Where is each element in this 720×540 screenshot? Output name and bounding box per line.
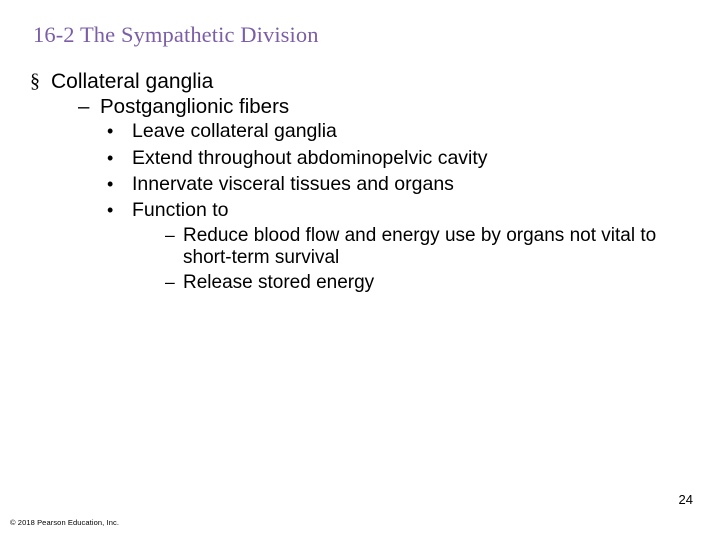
- bullet-text: Postganglionic fibers: [100, 94, 290, 118]
- bullet-level3-extend-abdominopelvic: • Extend throughout abdominopelvic cavit…: [107, 147, 695, 170]
- bullet-text: Function to: [132, 198, 229, 221]
- bullet-level4-release-stored-energy: – Release stored energy: [165, 272, 695, 295]
- bullet-text: Collateral ganglia: [51, 70, 214, 93]
- bullet-text: Leave collateral ganglia: [132, 120, 337, 143]
- bullet-marker-dash: –: [78, 94, 90, 118]
- bullet-level3-leave-collateral-ganglia: • Leave collateral ganglia: [107, 120, 695, 143]
- bullet-text: Release stored energy: [183, 272, 375, 294]
- bullet-marker-dot: •: [107, 147, 114, 168]
- bullet-text: Reduce blood flow and energy use by orga…: [183, 224, 657, 269]
- page-title: 16-2 The Sympathetic Division: [33, 22, 319, 47]
- page-number: 24: [678, 492, 693, 507]
- bullet-marker-dot: •: [107, 173, 114, 194]
- bullet-level3-function-to: • Function to: [107, 199, 695, 222]
- bullet-marker-dash: –: [165, 224, 175, 245]
- bullet-level1-collateral-ganglia: § Collateral ganglia: [30, 70, 695, 94]
- bullet-text: Innervate visceral tissues and organs: [132, 172, 454, 195]
- bullet-text: Extend throughout abdominopelvic cavity: [132, 146, 488, 169]
- bullet-level3-innervate-visceral: • Innervate visceral tissues and organs: [107, 173, 695, 196]
- copyright-notice: © 2018 Pearson Education, Inc.: [10, 518, 120, 527]
- bullet-marker-section: §: [30, 70, 40, 92]
- bullet-marker-dot: •: [107, 121, 114, 142]
- slide-content: § Collateral ganglia – Postganglionic fi…: [30, 70, 695, 297]
- bullet-level2-postganglionic-fibers: – Postganglionic fibers: [78, 94, 695, 119]
- bullet-marker-dash: –: [165, 272, 175, 293]
- bullet-marker-dot: •: [107, 199, 114, 220]
- bullet-level4-reduce-blood-flow: – Reduce blood flow and energy use by or…: [165, 225, 695, 271]
